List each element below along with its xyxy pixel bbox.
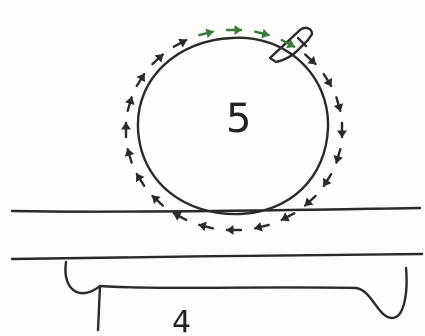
circulation-arrow [153,196,163,206]
circulation-arrow [126,97,134,110]
circulation-arrow [305,55,315,65]
upper-surface-line [12,208,420,212]
circulation-arrow [338,123,346,137]
circulation-arrow [199,223,213,231]
circulation-arrow [137,174,145,186]
base-label: 4 [172,305,191,336]
circulation-arrow [255,223,269,231]
circulation-arrow [324,174,332,186]
circulation-arrow [255,30,269,38]
circulation-arrow [174,39,186,46]
circulation-arrow [227,226,241,234]
circulation-arrow [122,123,130,137]
base-outline [65,262,406,330]
ball-label: 5 [226,96,251,142]
circulation-arrow [305,196,315,206]
circulation-arrow [335,97,343,110]
circulation-arrow [153,55,163,65]
lower-surface-line [12,254,422,259]
circulation-arrow [334,149,342,162]
circulation-arrow [282,213,294,220]
circulation-arrow [174,213,186,220]
circulation-arrow [199,29,213,37]
circulation-arrow [324,74,332,86]
circulation-arrow [126,149,134,162]
circulation-arrow [137,74,145,86]
circulation-arrow [227,26,241,34]
